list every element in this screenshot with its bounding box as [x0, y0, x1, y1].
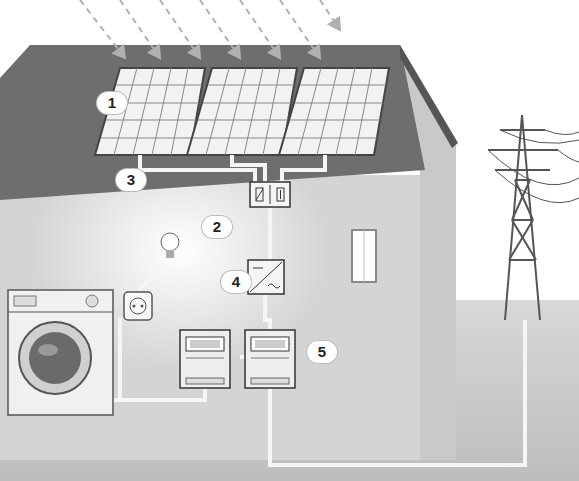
power-pylon	[488, 115, 579, 320]
callout-number: 3	[116, 169, 146, 191]
solar-panels	[95, 68, 389, 155]
window	[352, 230, 376, 282]
dc-wires	[60, 155, 525, 465]
washing-machine	[8, 290, 113, 415]
junction-box	[250, 182, 290, 207]
sun-rays	[80, 0, 340, 58]
light-bulb	[161, 233, 179, 258]
roof	[0, 45, 425, 200]
callout-number: 2	[202, 216, 232, 238]
callout-number: 5	[307, 341, 337, 363]
callout-number: 4	[221, 271, 251, 293]
socket	[124, 292, 152, 320]
callout-number: 1	[97, 92, 127, 114]
inverter	[248, 260, 284, 294]
electricity-meters	[180, 330, 295, 388]
